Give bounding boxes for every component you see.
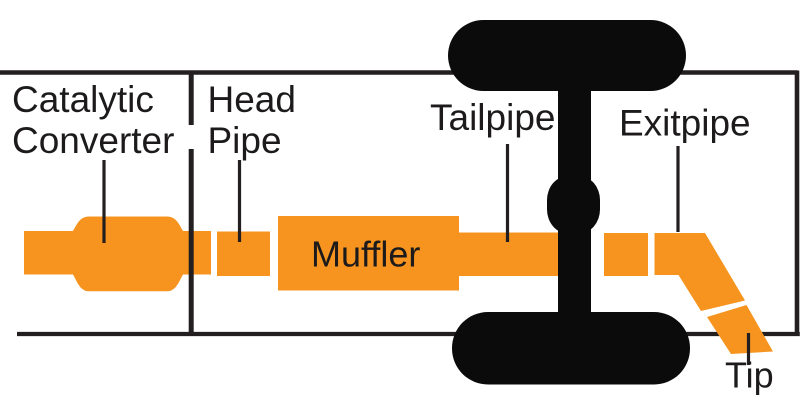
- svg-text:Tip: Tip: [725, 355, 774, 396]
- svg-text:Head: Head: [208, 79, 296, 120]
- svg-text:Pipe: Pipe: [208, 120, 282, 161]
- svg-text:Catalytic: Catalytic: [12, 79, 154, 120]
- svg-text:Muffler: Muffler: [311, 234, 420, 275]
- svg-text:Exitpipe: Exitpipe: [619, 103, 751, 144]
- svg-text:Converter: Converter: [12, 120, 174, 161]
- svg-text:Tailpipe: Tailpipe: [430, 97, 555, 138]
